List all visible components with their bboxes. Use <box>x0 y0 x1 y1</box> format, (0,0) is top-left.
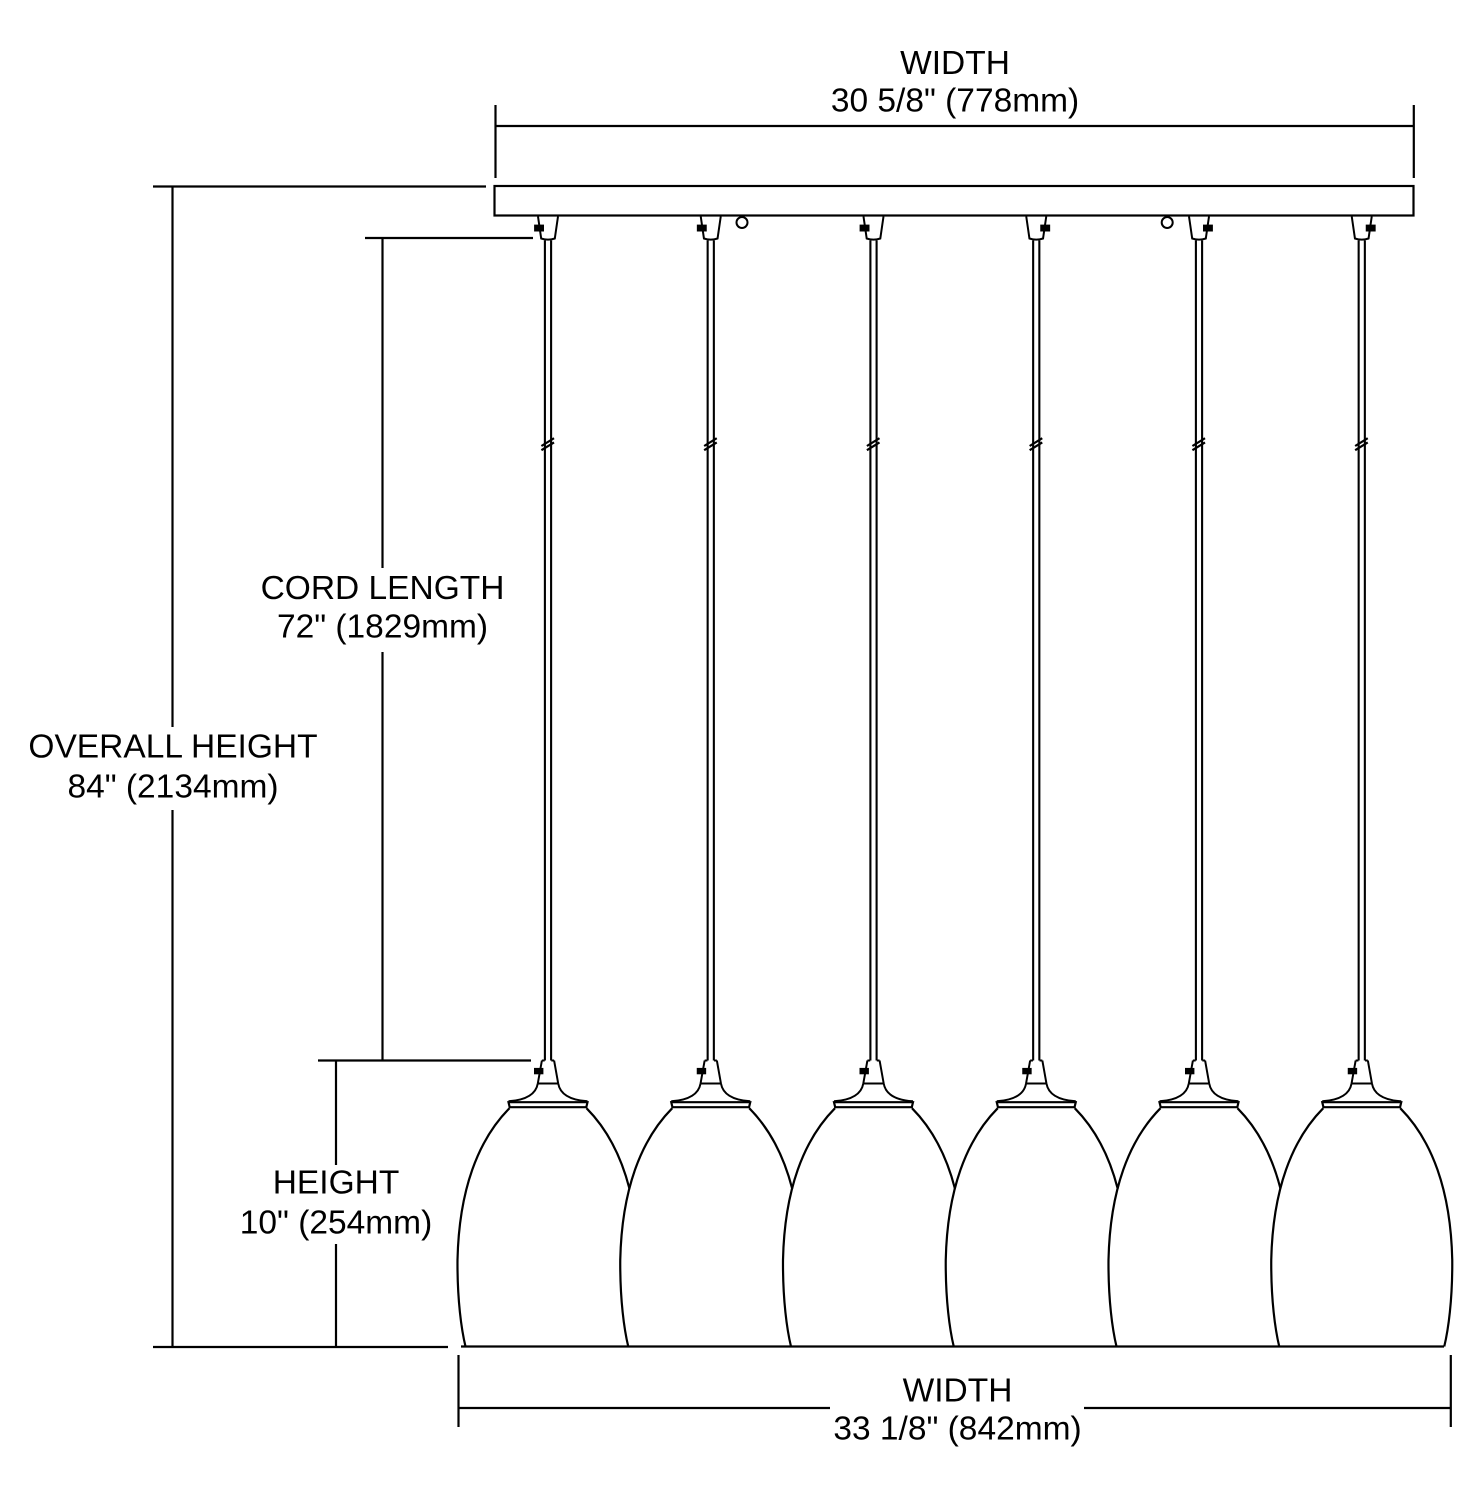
svg-text:OVERALL HEIGHT: OVERALL HEIGHT <box>28 729 317 766</box>
svg-text:33 1/8" (842mm): 33 1/8" (842mm) <box>833 1410 1081 1447</box>
svg-text:WIDTH: WIDTH <box>903 1373 1013 1410</box>
svg-text:HEIGHT: HEIGHT <box>273 1164 400 1201</box>
svg-text:10" (254mm): 10" (254mm) <box>240 1205 432 1242</box>
svg-text:WIDTH: WIDTH <box>900 45 1010 82</box>
svg-text:CORD LENGTH: CORD LENGTH <box>261 570 505 607</box>
svg-text:72" (1829mm): 72" (1829mm) <box>277 609 488 646</box>
svg-text:84" (2134mm): 84" (2134mm) <box>67 768 278 805</box>
svg-text:30 5/8" (778mm): 30 5/8" (778mm) <box>831 83 1079 120</box>
